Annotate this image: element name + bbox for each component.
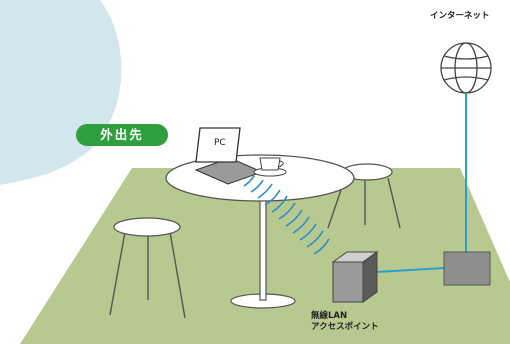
pc-label: PC <box>214 138 226 148</box>
access-point-label: 無線LAN アクセスポイント <box>311 311 379 333</box>
network-cable <box>375 93 467 273</box>
laptop-icon <box>194 127 264 185</box>
background-blob <box>0 0 122 185</box>
internet-label: インターネット <box>430 11 490 21</box>
modem-icon <box>443 251 491 286</box>
location-badge: 外出先 <box>76 124 168 146</box>
wifi-signal-icon <box>243 175 330 255</box>
access-point-icon <box>331 251 379 303</box>
left-stool <box>109 217 186 319</box>
access-point-label-line2: アクセスポイント <box>311 322 379 332</box>
coffee-cup-icon <box>253 157 287 177</box>
access-point-label-line1: 無線LAN <box>311 311 348 321</box>
globe-icon <box>440 42 492 94</box>
right-stool <box>327 163 401 229</box>
